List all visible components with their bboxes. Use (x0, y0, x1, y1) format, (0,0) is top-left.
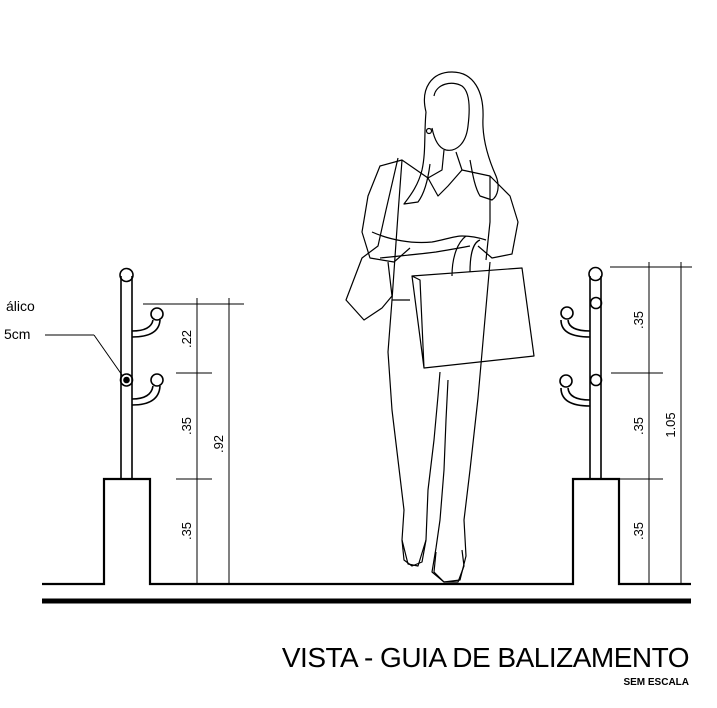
ground (42, 477, 691, 604)
left-hook-lower-arm (131, 385, 154, 400)
ground-profile-line (42, 477, 691, 586)
callout-leader (45, 334, 123, 376)
left-hook-upper-ring (150, 307, 164, 321)
left-hook-lower-arm-inner (131, 385, 161, 406)
right-dimension-lines (610, 262, 692, 584)
right-bollard (559, 266, 603, 479)
top-neckline (427, 169, 463, 197)
legs (387, 261, 491, 583)
shoes (401, 539, 465, 583)
dim-right-middle: .35 (631, 417, 646, 435)
dim-right-base: .35 (631, 522, 646, 540)
left-dimension-lines (143, 298, 244, 584)
right-hook-upper-ring (589, 296, 603, 310)
right-hook-lower-outer (559, 374, 573, 388)
dim-left-middle: .35 (179, 417, 194, 435)
hair (403, 71, 499, 205)
right-hook-upper-outer (560, 306, 574, 320)
drawing-title: VISTA - GUIA DE BALIZAMENTO (281, 642, 690, 673)
dim-right-upper: .35 (631, 311, 646, 329)
right-post-top-cap (588, 266, 603, 282)
left-hook-upper-arm-inner (131, 319, 161, 338)
torso (361, 149, 519, 301)
arms (371, 231, 487, 259)
callout-label-line1: álico (6, 298, 35, 314)
dim-left-total: .92 (211, 435, 226, 453)
drawing-title-block: VISTA - GUIA DE BALIZAMENTO SEM ESCALA (281, 642, 690, 688)
scale-note: SEM ESCALA (623, 677, 689, 688)
earring (425, 127, 433, 135)
dim-right-total: 1.05 (663, 412, 678, 437)
dim-left-base: .35 (179, 522, 194, 540)
left-hook-lower-ring (150, 373, 164, 387)
left-hook-upper-arm (131, 319, 154, 332)
woman-figure (345, 71, 535, 583)
left-post-joint-inner (123, 376, 130, 384)
shoulder-bag (345, 157, 399, 321)
left-post-joint (119, 373, 134, 387)
callout-label-line2: 5cm (4, 326, 30, 342)
left-post-top-cap (119, 267, 134, 283)
face (431, 82, 470, 151)
shopping-bag (411, 235, 535, 369)
left-bollard (119, 267, 164, 479)
dim-left-upper: .22 (179, 330, 194, 348)
right-hook-lower-ring (589, 373, 603, 387)
